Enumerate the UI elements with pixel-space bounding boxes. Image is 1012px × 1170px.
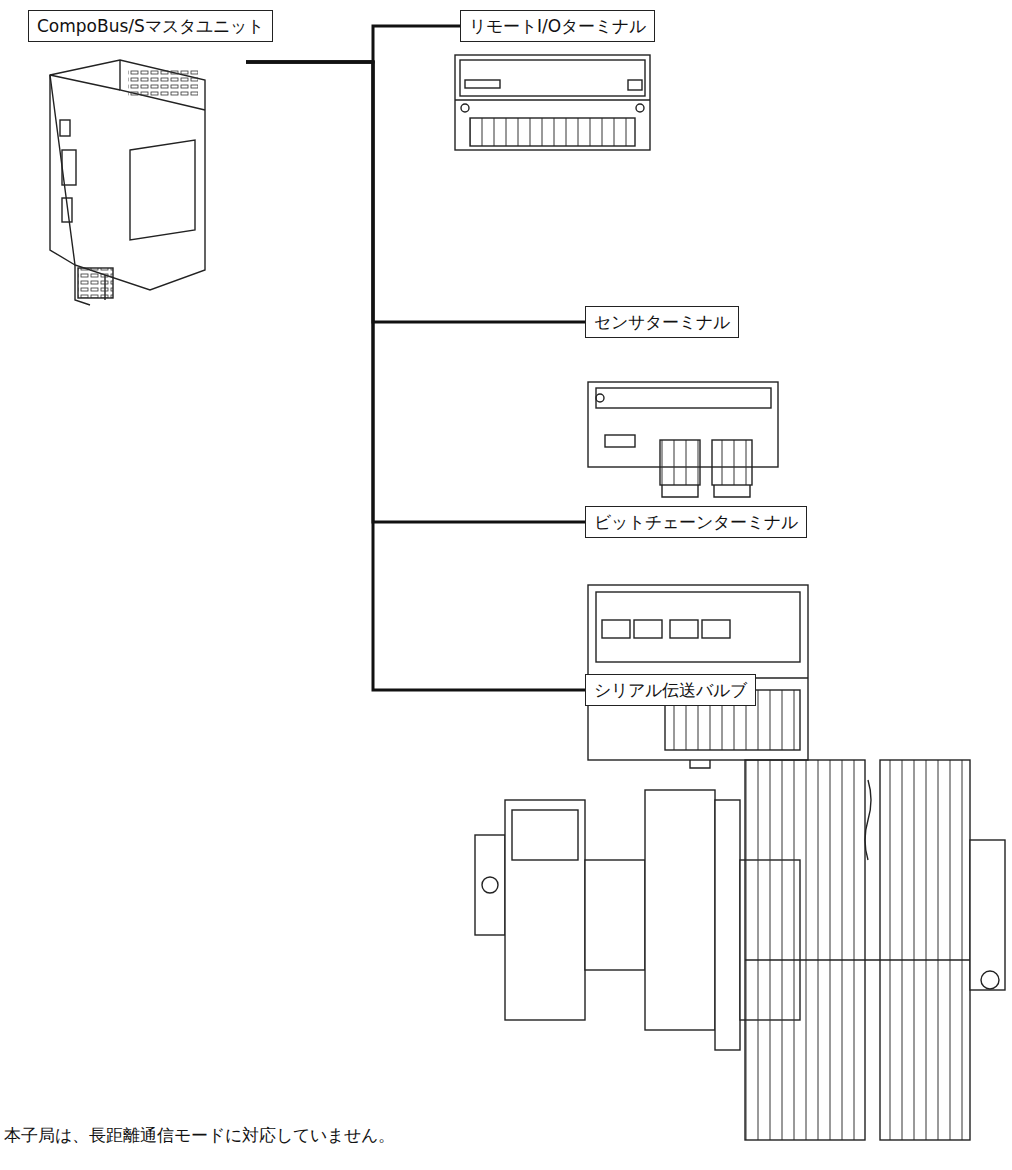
label-box: センサターミナル [585,306,739,338]
label-box: ビットチェーンターミナル [585,506,807,538]
note-text: 本子局は、長距離通信モードに対応していません。 [4,1124,395,1147]
bus-line [246,62,585,522]
terminal-node: シリアル伝送バルブ [585,674,756,706]
bus-line [246,62,585,322]
terminal-node: ビットチェーンターミナル [585,506,807,538]
label-box: CompoBus/Sマスタユニット [28,10,273,42]
master-unit [50,60,205,305]
terminal-node: センサターミナル [585,306,739,338]
bus-line [246,26,460,62]
label-box: シリアル伝送バルブ [585,674,756,706]
terminal-node: リモートI/Oターミナル [460,10,655,42]
bus-line [246,62,585,690]
master-unit-node: CompoBus/Sマスタユニット [28,10,246,302]
label-box: リモートI/Oターミナル [460,10,655,42]
remote-io-terminal [455,55,650,150]
serial-transmission-valve [475,760,1005,1140]
sensor-terminal [588,382,778,497]
